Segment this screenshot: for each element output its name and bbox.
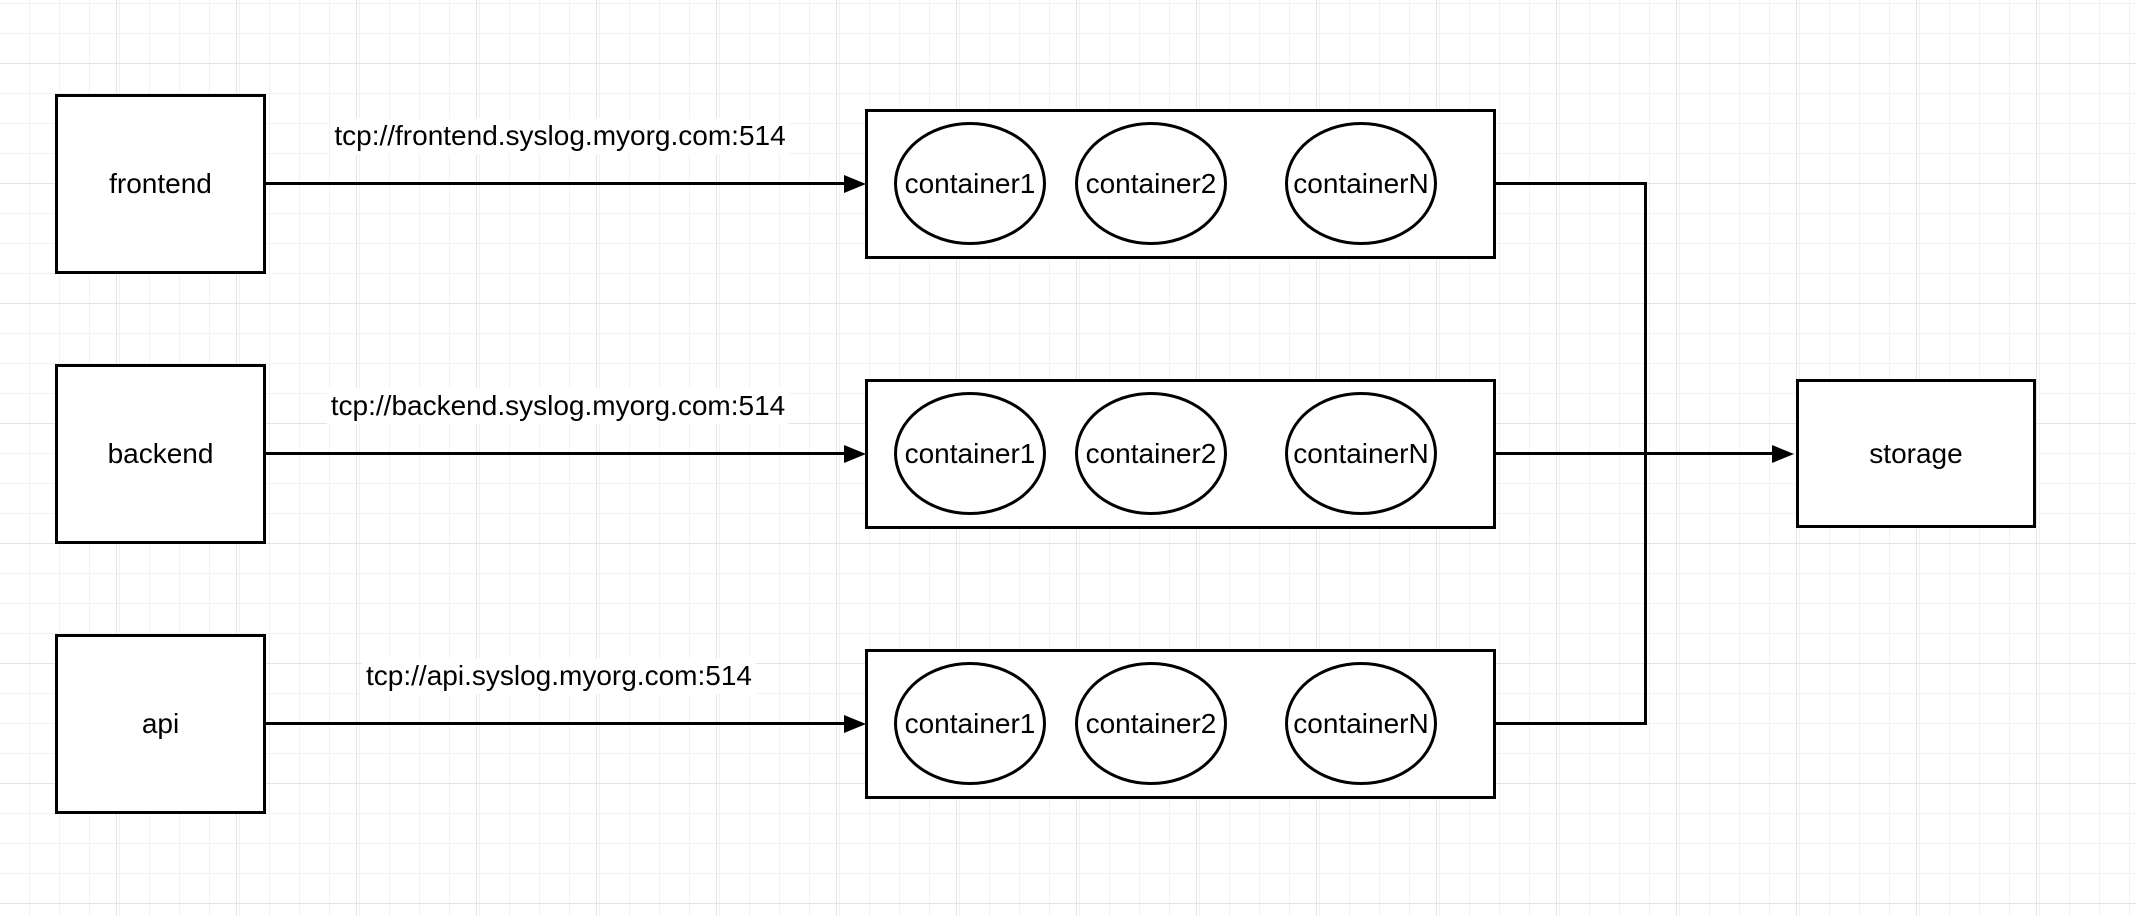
backend-container2-ellipse[interactable]: container2 (1075, 392, 1227, 515)
edge-api-to-containers[interactable] (266, 722, 844, 725)
backend-container1-ellipse[interactable]: container1 (894, 392, 1046, 515)
edge-label-backend[interactable]: tcp://backend.syslog.myorg.com:514 (326, 388, 790, 424)
edge-group1-to-bus[interactable] (1496, 182, 1647, 185)
container-label: container2 (1085, 437, 1217, 469)
arrowhead-icon (1772, 445, 1794, 463)
frontend-container1-ellipse[interactable]: container1 (894, 122, 1046, 245)
node-frontend-label: frontend (109, 168, 212, 200)
node-backend-label: backend (107, 438, 214, 470)
node-api-label: api (141, 708, 180, 740)
container-label: containerN (1293, 437, 1429, 469)
edge-label-frontend[interactable]: tcp://frontend.syslog.myorg.com:514 (330, 118, 790, 154)
edge-group3-to-bus[interactable] (1496, 722, 1647, 725)
container-label: container2 (1085, 167, 1217, 199)
backend-containerN-ellipse[interactable]: containerN (1285, 392, 1437, 515)
frontend-container2-ellipse[interactable]: container2 (1075, 122, 1227, 245)
edge-frontend-to-containers[interactable] (266, 182, 844, 185)
container-label: containerN (1293, 707, 1429, 739)
container-label: container1 (904, 167, 1036, 199)
node-storage-label: storage (1869, 437, 1963, 469)
api-containerN-ellipse[interactable]: containerN (1285, 662, 1437, 785)
arrowhead-icon (844, 715, 866, 733)
node-api[interactable]: api (55, 634, 266, 814)
api-container2-ellipse[interactable]: container2 (1075, 662, 1227, 785)
edge-backend-to-containers[interactable] (266, 452, 844, 455)
api-container1-ellipse[interactable]: container1 (894, 662, 1046, 785)
arrowhead-icon (844, 175, 866, 193)
node-backend[interactable]: backend (55, 364, 266, 544)
edge-group2-to-storage[interactable] (1496, 452, 1772, 455)
container-group-frontend[interactable]: container1 container2 containerN (865, 109, 1496, 259)
container-label: containerN (1293, 167, 1429, 199)
edge-label-api[interactable]: tcp://api.syslog.myorg.com:514 (362, 658, 756, 694)
container-group-api[interactable]: container1 container2 containerN (865, 649, 1496, 799)
frontend-containerN-ellipse[interactable]: containerN (1285, 122, 1437, 245)
container-label: container2 (1085, 707, 1217, 739)
node-frontend[interactable]: frontend (55, 94, 266, 274)
container-group-backend[interactable]: container1 container2 containerN (865, 379, 1496, 529)
container-label: container1 (904, 707, 1036, 739)
arrowhead-icon (844, 445, 866, 463)
node-storage[interactable]: storage (1796, 379, 2036, 528)
container-label: container1 (904, 437, 1036, 469)
